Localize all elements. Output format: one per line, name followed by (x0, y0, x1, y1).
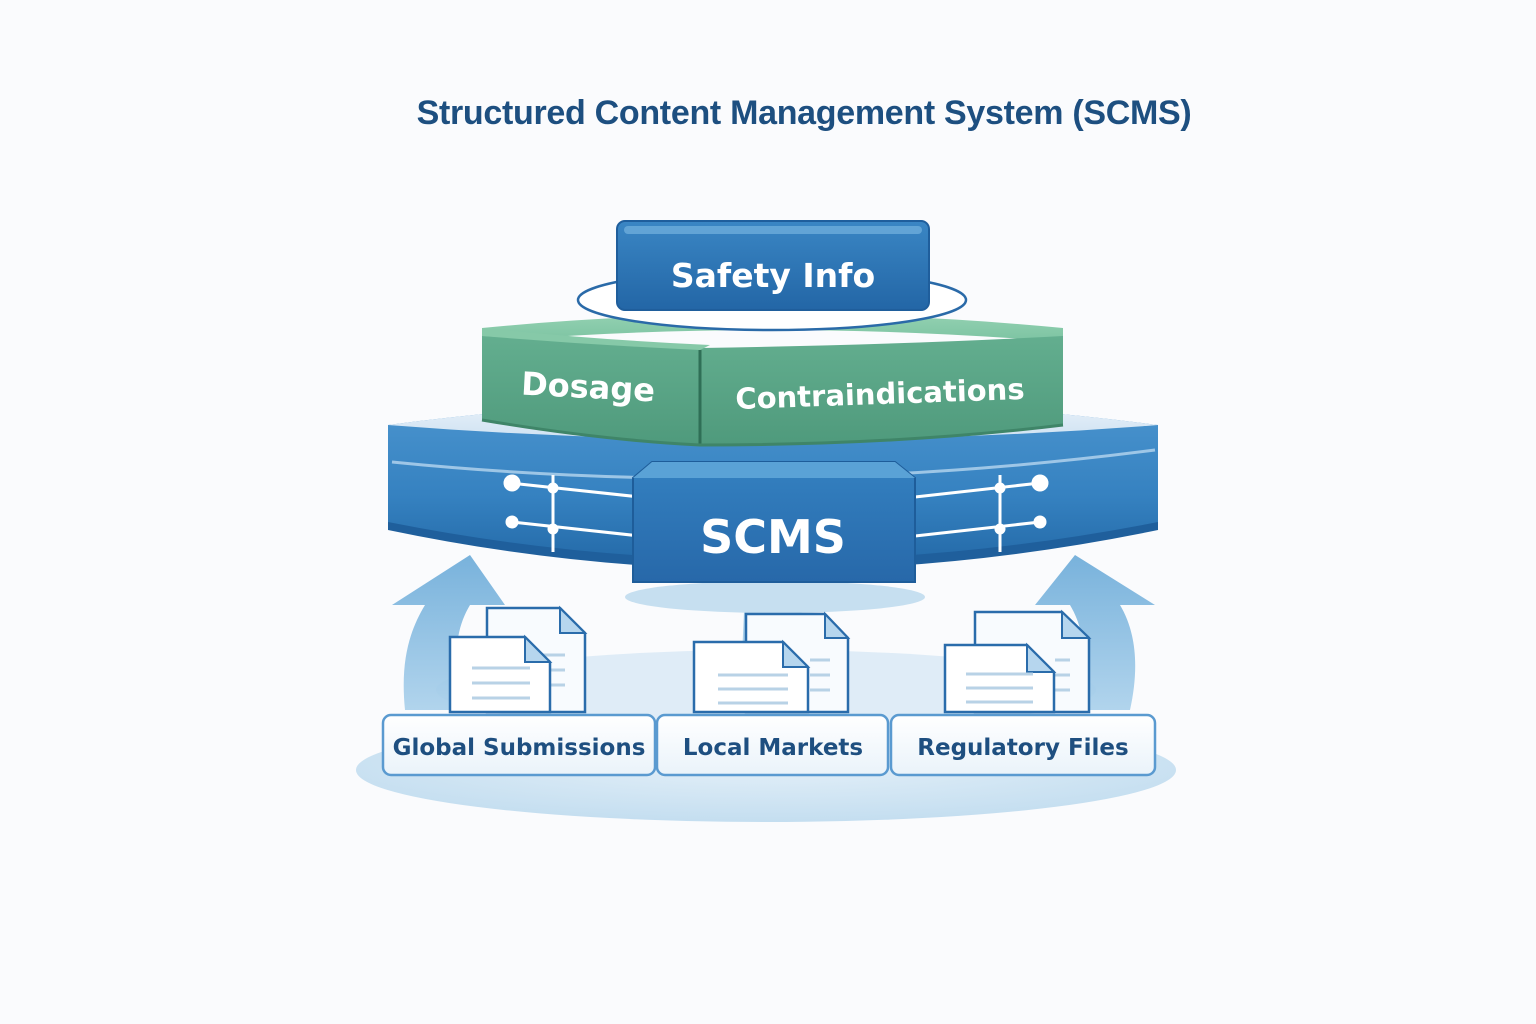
source-label: Global Submissions (393, 735, 646, 761)
document-stack-icon (943, 609, 1092, 714)
circuit-right-icon (914, 474, 1049, 552)
safety-info-block[interactable]: Safety Info (616, 220, 930, 311)
circuit-left-icon (503, 474, 641, 552)
dosage-block[interactable] (482, 350, 700, 445)
document-stack-icon (692, 611, 851, 714)
scms-label: SCMS (700, 510, 846, 564)
scms-shadow (625, 581, 925, 613)
arrow-left-icon (392, 555, 505, 710)
source-local-markets[interactable]: Local Markets (655, 713, 890, 777)
contraindications-block[interactable] (702, 350, 1062, 445)
document-stack-icon (448, 605, 588, 714)
dosage-label: Dosage (520, 365, 656, 410)
arrow-right-icon (1035, 555, 1155, 710)
source-label: Regulatory Files (917, 735, 1128, 761)
source-global-submissions[interactable]: Global Submissions (381, 713, 657, 777)
safety-info-label: Safety Info (671, 256, 875, 295)
scms-core-block[interactable]: SCMS (632, 461, 916, 583)
source-regulatory-files[interactable]: Regulatory Files (889, 713, 1157, 777)
diagram-title: Structured Content Management System (SC… (416, 94, 1192, 132)
source-label: Local Markets (683, 735, 863, 761)
